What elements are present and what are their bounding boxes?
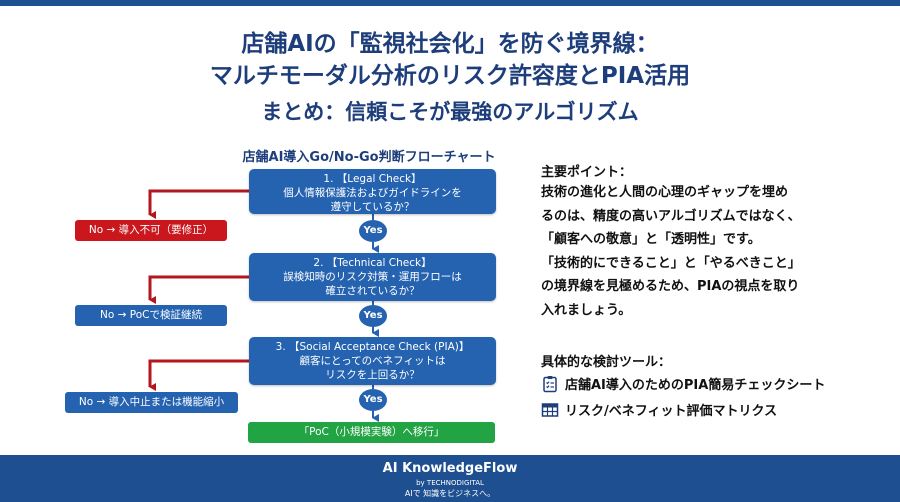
step-label: 2. 【Technical Check】: [313, 257, 432, 269]
step-text: 誤検知時のリスク対策・運用フローは: [283, 271, 462, 283]
step-text: リスクを上回るか？: [325, 369, 420, 381]
key-points-heading: 主要ポイント：: [541, 165, 633, 180]
tool-item-risk-matrix: リスク/ベネフィット評価マトリクス: [541, 400, 777, 419]
key-point-line: 入れましょう。: [541, 302, 632, 318]
flow-step-technical-check: 2. 【Technical Check】 誤検知時のリスク対策・運用フローは 確…: [249, 253, 496, 301]
flow-step-legal-check: 1. 【Legal Check】 個人情報保護法およびガイドラインを 遵守してい…: [249, 169, 496, 214]
top-accent-bar: [0, 0, 900, 6]
flowchart-title: 店舗AI導入Go/No-Go判断フローチャート: [242, 150, 496, 165]
yes-node-1: Yes: [359, 220, 387, 242]
tool-label: リスク/ベネフィット評価マトリクス: [565, 404, 778, 419]
key-points-body: 技術の進化と人間の心理のギャップを埋め るのは、精度の高いアルゴリズムではなく、…: [541, 181, 871, 322]
footer-bar: AI KnowledgeFlow by TECHNODIGITAL AIで 知識…: [0, 455, 900, 502]
no-outcome-3: No → 導入中止または機能縮小: [65, 392, 238, 413]
tool-label: 店舗AI導入のためのPIA簡易チェックシート: [565, 378, 826, 393]
brand-byline: by TECHNODIGITAL: [416, 479, 484, 487]
tool-item-pia-checksheet: 店舗AI導入のためのPIA簡易チェックシート: [541, 374, 825, 393]
flow-step-social-acceptance-check: 3. 【Social Acceptance Check (PIA)】 顧客にとっ…: [249, 337, 496, 385]
step-text: 遵守しているか？: [330, 201, 415, 213]
page-title-line2: マルチモーダル分析のリスク許容度とPIA活用: [209, 63, 691, 89]
no-branch-arrow-2: [148, 275, 249, 304]
step-label: 1. 【Legal Check】: [323, 173, 422, 185]
key-point-line: の境界線を見極めるため、PIAの視点を取り: [541, 279, 800, 294]
yes-node-3: Yes: [359, 389, 387, 411]
page-title-line1: 店舗AIの「監視社会化」を防ぐ境界線：: [241, 31, 659, 57]
step-text: 個人情報保護法およびガイドラインを: [283, 187, 462, 199]
yes-node-2: Yes: [359, 305, 387, 327]
no-outcome-2: No → PoCで検証継続: [75, 305, 227, 326]
tools-heading: 具体的な検討ツール：: [541, 355, 672, 370]
final-outcome-poc: 「PoC（小規模実験）へ移行」: [248, 422, 495, 443]
key-point-line: 「顧客への敬意」と「透明性」です。: [541, 232, 761, 247]
checklist-icon: [543, 375, 557, 392]
key-point-line: 「技術的にできること」と「やるべきこと」: [541, 255, 801, 271]
no-outcome-1: No → 導入不可（要修正）: [75, 220, 227, 241]
step-label: 3. 【Social Acceptance Check (PIA)】: [275, 341, 470, 353]
brand-tagline: AIで 知識をビジネスへ。: [404, 489, 496, 498]
key-point-line: るのは、精度の高いアルゴリズムではなく、: [541, 208, 801, 224]
no-branch-arrow-1: [148, 189, 249, 219]
table-grid-icon: [541, 402, 559, 417]
page-subtitle: まとめ：信頼こそが最強のアルゴリズム: [261, 100, 639, 124]
no-branch-arrow-3: [148, 359, 249, 391]
key-point-line: 技術の進化と人間の心理のギャップを埋め: [541, 185, 789, 200]
brand-name: AI KnowledgeFlow: [382, 461, 518, 476]
step-text: 顧客にとってのベネフィットは: [299, 355, 446, 367]
step-text: 確立されているか？: [325, 285, 420, 297]
